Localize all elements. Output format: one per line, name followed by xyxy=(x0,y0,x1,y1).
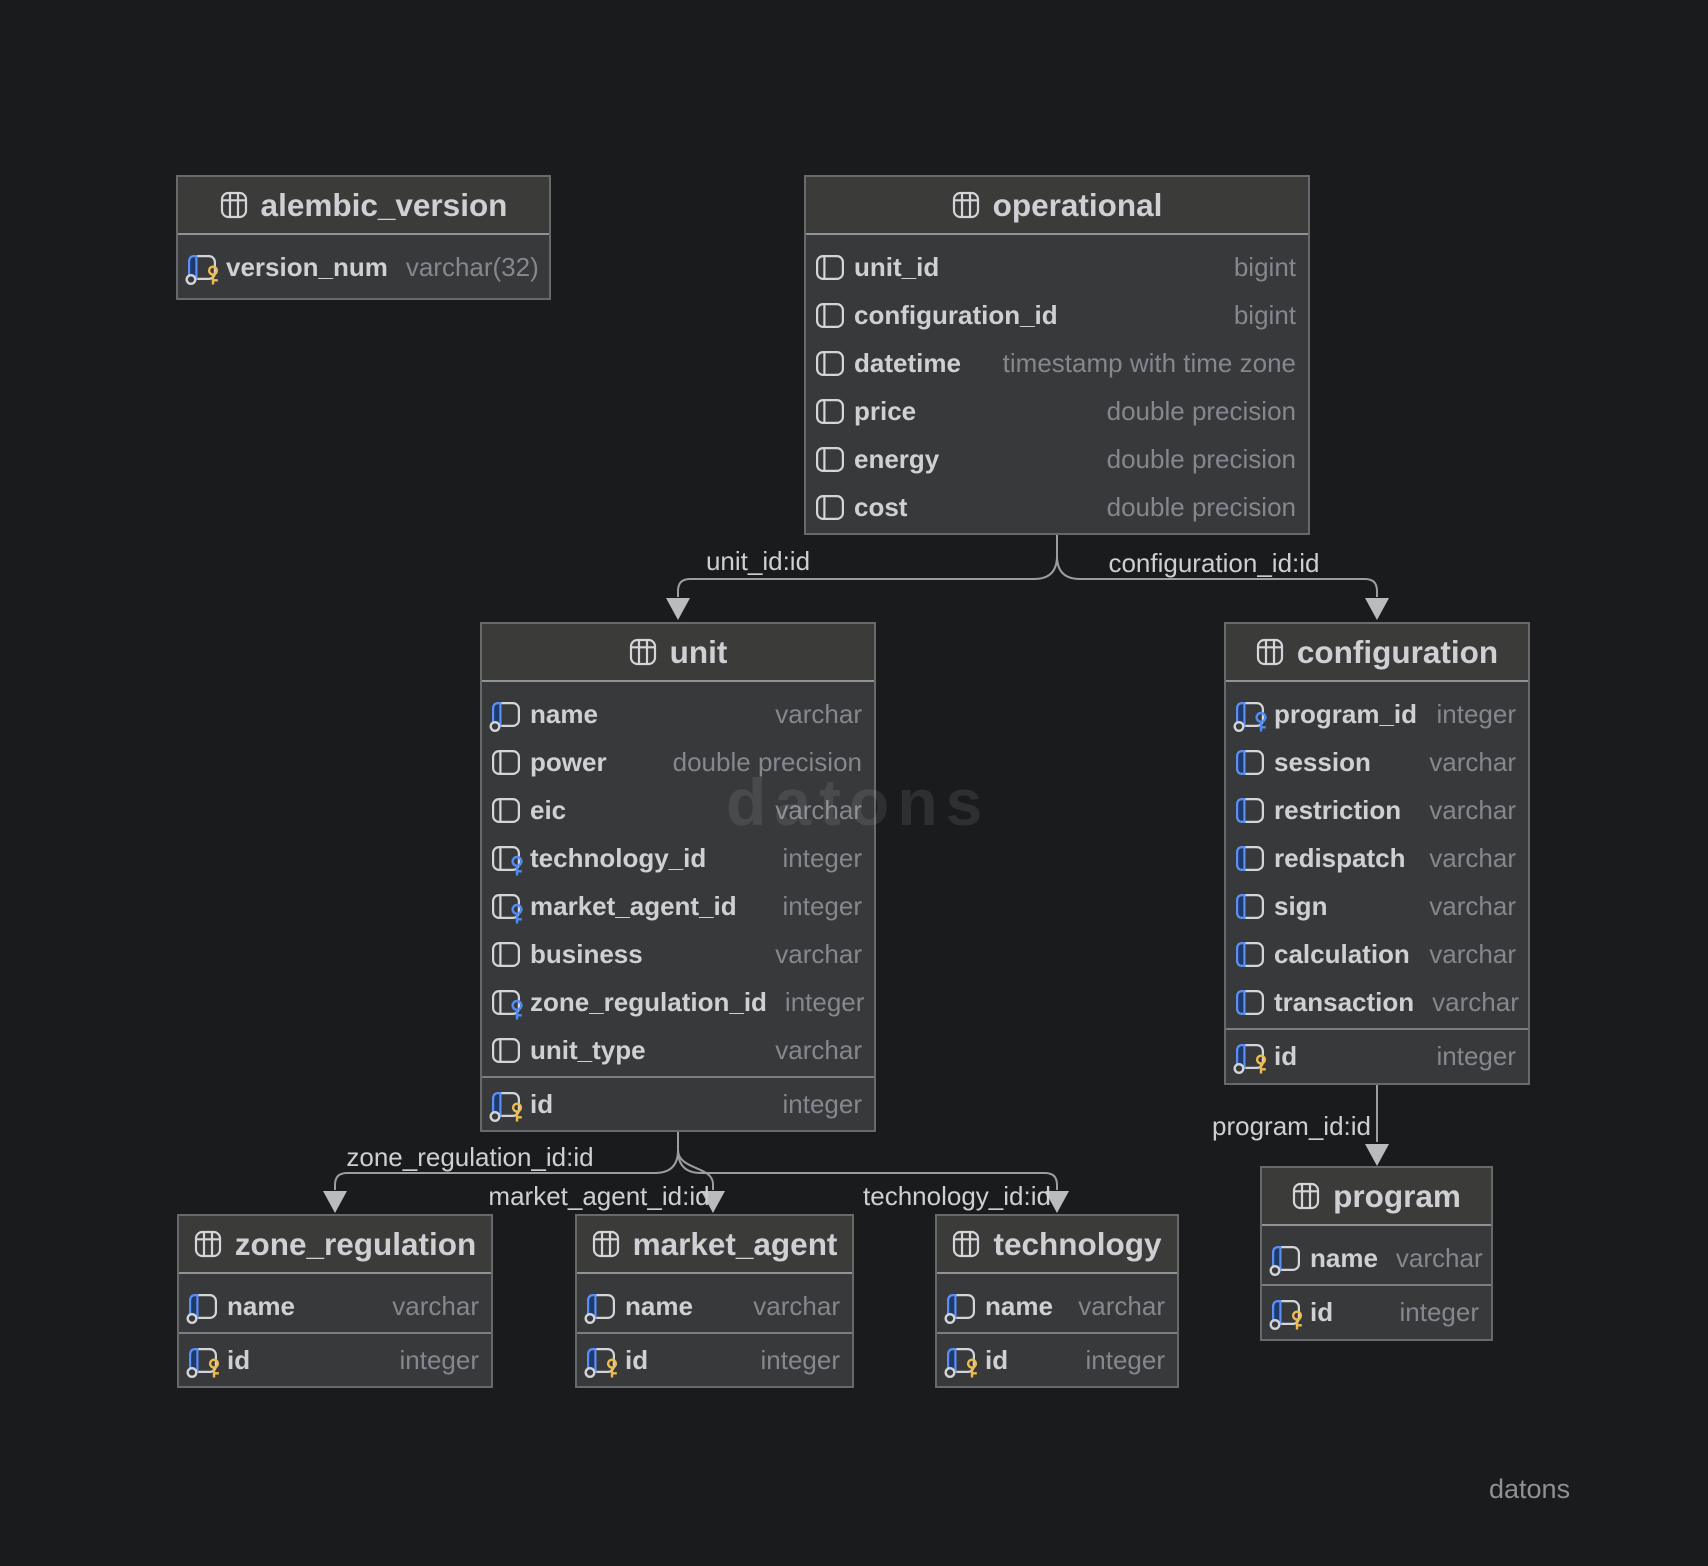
svg-text:market_agent_id:id: market_agent_id:id xyxy=(488,1181,709,1211)
svg-text:configuration_id:id: configuration_id:id xyxy=(1108,548,1319,578)
svg-text:unit_id:id: unit_id:id xyxy=(706,546,810,576)
svg-text:program_id:id: program_id:id xyxy=(1212,1111,1371,1141)
svg-text:zone_regulation_id:id: zone_regulation_id:id xyxy=(346,1142,593,1172)
svg-text:technology_id:id: technology_id:id xyxy=(863,1181,1051,1211)
